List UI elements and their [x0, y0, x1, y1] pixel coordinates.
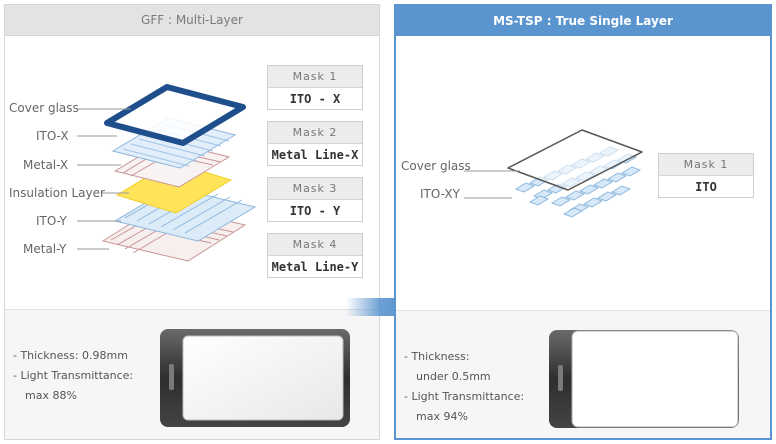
mask-title: Mask 1 — [268, 66, 362, 88]
mask-name: ITO — [695, 180, 717, 194]
ms-tsp-single-layer-panel: MS-TSP : True Single Layer — [394, 4, 772, 440]
spec-area: - Thickness: under 0.5mm - Light Transmi… — [396, 311, 770, 438]
spec-thickness: - Thickness: 0.98mm — [13, 349, 128, 362]
mask-title: Mask 3 — [268, 178, 362, 200]
layer-leader-lines — [77, 108, 131, 250]
layer-label-ito-xy: ITO-XY — [420, 187, 460, 201]
layer-label-ito-x: ITO-X — [36, 129, 69, 143]
mask-title: Mask 4 — [268, 234, 362, 256]
mask-box-1: Mask 1 ITO - X — [267, 65, 363, 110]
layer-label-insulation-layer: Insulation Layer — [9, 186, 105, 200]
spec-thickness-value: under 0.5mm — [416, 370, 491, 383]
ms-tsp-device-illustration — [549, 330, 739, 428]
mask-box-1: Mask 1 ITO — [658, 153, 754, 198]
gff-multi-layer-panel: GFF : Multi-Layer — [4, 4, 380, 440]
mask-name: ITO - Y — [289, 204, 341, 218]
mask-title: Mask 2 — [268, 122, 362, 144]
mask-name: Metal Line-X — [271, 148, 359, 162]
gff-device-illustration — [160, 329, 350, 427]
ms-tsp-layer-illustration — [464, 129, 643, 218]
mask-box-2: Mask 2 Metal Line-X — [267, 121, 363, 166]
layer-label-ito-y: ITO-Y — [36, 214, 67, 228]
panel-title-ms-tsp: MS-TSP : True Single Layer — [396, 6, 770, 36]
layer-label-metal-x: Metal-X — [23, 158, 69, 172]
cover-glass-layer — [507, 129, 643, 191]
spec-transmittance-label: - Light Transmittance: — [404, 390, 525, 403]
mask-box-3: Mask 3 ITO - Y — [267, 177, 363, 222]
spec-thickness-label: - Thickness: — [404, 350, 470, 363]
spec-transmittance-value: max 94% — [416, 410, 468, 423]
section-divider — [396, 310, 770, 311]
layer-label-metal-y: Metal-Y — [23, 242, 67, 256]
panel-title-gff: GFF : Multi-Layer — [5, 5, 379, 36]
mask-box-4: Mask 4 Metal Line-Y — [267, 233, 363, 278]
layer-label-cover-glass: Cover glass — [401, 159, 471, 173]
section-divider — [5, 309, 379, 310]
mask-name: ITO - X — [289, 92, 341, 106]
layer-label-cover-glass: Cover glass — [9, 101, 79, 115]
spec-area: - Thickness: 0.98mm - Light Transmittanc… — [5, 310, 379, 439]
cover-glass-layer — [104, 84, 246, 146]
mask-title: Mask 1 — [659, 154, 753, 176]
layer-leader-lines — [464, 170, 520, 199]
mask-name: Metal Line-Y — [271, 260, 359, 274]
spec-transmittance-value: max 88% — [25, 389, 77, 402]
gff-layer-stack-illustration — [77, 84, 257, 262]
spec-transmittance-label: - Light Transmittance: — [13, 369, 134, 382]
